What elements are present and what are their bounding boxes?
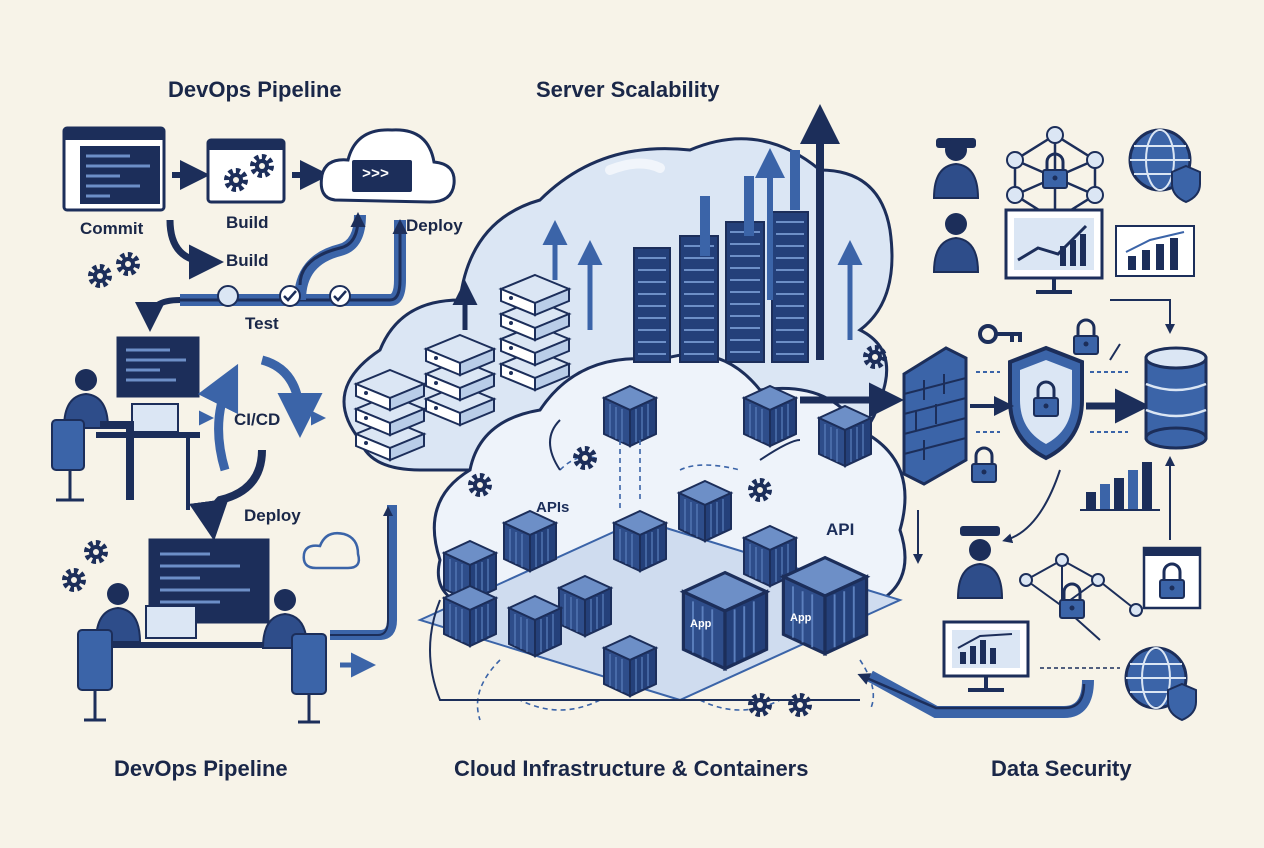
section-title-cloud-containers: Cloud Infrastructure & Containers [454, 756, 809, 781]
section-title-server-scalability: Server Scalability [536, 77, 720, 102]
globe-shield-top [1128, 128, 1201, 203]
monitor-to-db-arrow [1110, 299, 1175, 334]
devops-to-cloud-arrows [330, 505, 397, 678]
commit-code-window [62, 126, 166, 212]
build-window [206, 138, 286, 204]
server-stack-middle [425, 334, 495, 426]
security-guard-2 [933, 212, 979, 273]
shield-to-db-arrows [970, 371, 1150, 433]
growth-bar-1 [700, 196, 710, 256]
scalability-bar-chart [633, 150, 809, 363]
build-deploy-flow [135, 212, 408, 332]
server-tower-2 [679, 235, 719, 363]
firewall [902, 346, 968, 486]
monitor-bottom [942, 620, 1030, 692]
small-bar-chart-card [1115, 225, 1195, 277]
cloud-terminal-prompt: >>> [362, 166, 390, 183]
label-deploy-top: Deploy [406, 216, 463, 235]
database-icon [1144, 346, 1208, 450]
label-apis: APIs [536, 499, 570, 516]
network-lock-bottom [1019, 553, 1143, 641]
growth-bar-2 [744, 176, 754, 236]
security-flow-lines [913, 343, 1121, 564]
label-build-2: Build [226, 251, 269, 270]
deploy-cloud [319, 128, 456, 204]
label-test: Test [245, 314, 279, 333]
security-guard-1 [933, 138, 979, 199]
key-icon [978, 324, 1022, 344]
label-commit: Commit [80, 219, 144, 238]
globe-shield-bottom [1124, 646, 1197, 721]
container-solid-links [429, 419, 860, 701]
scalability-up-arrows [452, 104, 863, 360]
label-api: API [826, 520, 855, 539]
lock-window [1142, 546, 1202, 610]
devops-team [77, 538, 327, 724]
growth-bar-chart [1080, 456, 1175, 540]
gear-icons-left-bottom [65, 543, 105, 589]
section-title-devops-top: DevOps Pipeline [168, 77, 342, 102]
security-shield [1008, 345, 1084, 461]
network-lock [1006, 126, 1104, 222]
label-cicd: CI/CD [234, 410, 281, 429]
label-app-2: App [790, 612, 812, 624]
small-cloud-icon [302, 532, 361, 570]
label-deploy-mid: Deploy [244, 506, 301, 525]
server-stack-left [355, 369, 425, 461]
developer-at-desk [51, 336, 200, 510]
section-title-devops-bottom: DevOps Pipeline [114, 756, 288, 781]
cicd-cycle [189, 355, 326, 541]
label-build-1: Build [226, 213, 269, 232]
security-to-cloud-arrow [857, 667, 1120, 718]
security-guard-3 [957, 526, 1003, 599]
section-title-data-security: Data Security [991, 756, 1132, 781]
growth-bar-3 [790, 150, 800, 210]
label-app-1: App [690, 618, 712, 630]
server-tower-4 [771, 211, 809, 363]
gear-icons-left-top [91, 255, 137, 285]
analytics-monitor [1004, 208, 1104, 294]
